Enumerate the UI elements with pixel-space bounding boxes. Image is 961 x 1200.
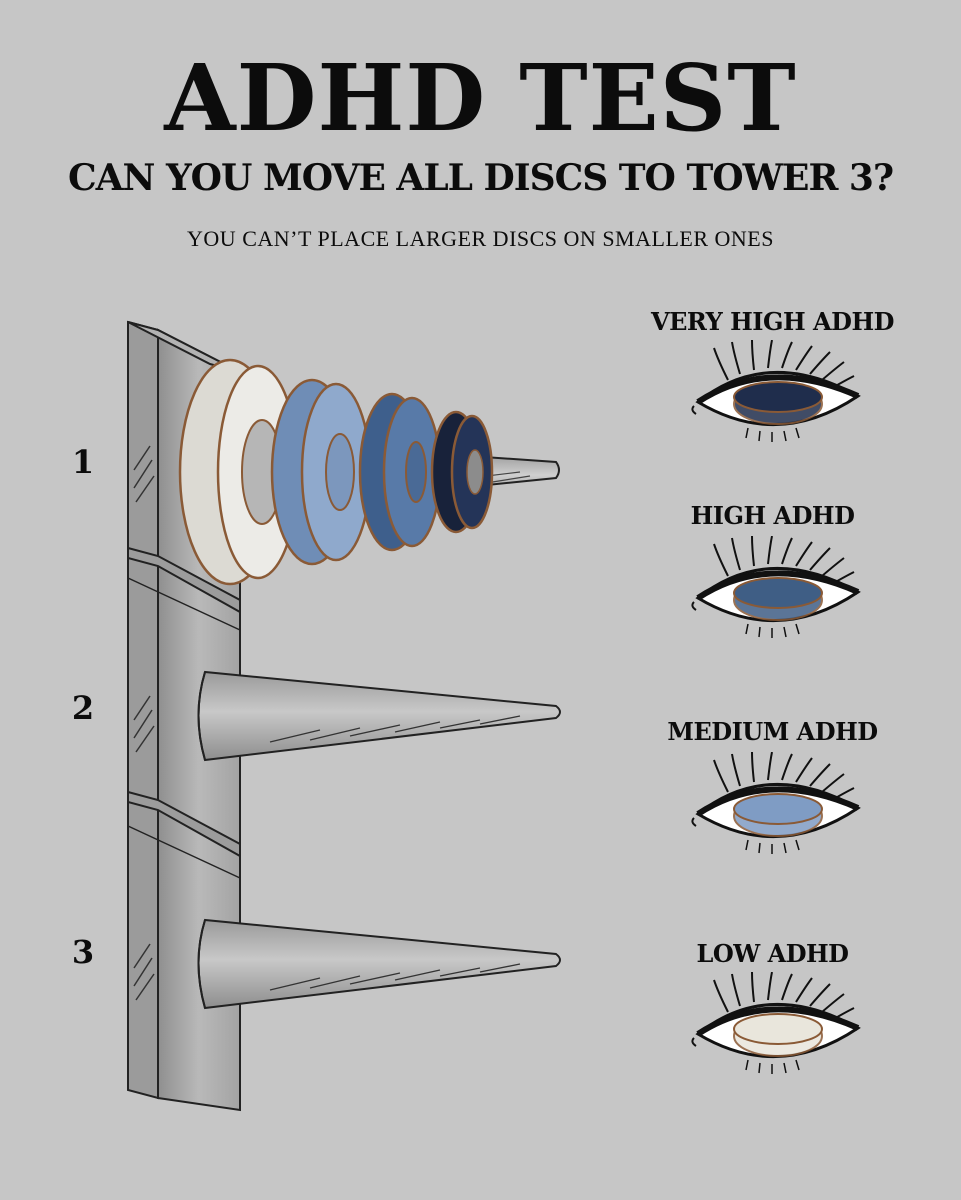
disc-light-blue: [270, 378, 372, 566]
eye-icon: [691, 972, 861, 1074]
tower-3-label: 3: [71, 933, 95, 971]
wall-hatching: [133, 445, 155, 1001]
eye-icon: [691, 752, 861, 854]
page-subtitle: CAN YOU MOVE ALL DISCS TO TOWER 3?: [67, 157, 894, 199]
tower-2-spike: [197, 670, 561, 762]
disc-mid-blue: [358, 392, 442, 552]
page-title: ADHD TEST: [164, 44, 797, 152]
level-high-label: HIGH ADHD: [690, 501, 855, 530]
disc-dark-navy: [430, 410, 494, 534]
tower-3-spike: [197, 918, 561, 1010]
level-medium-label: MEDIUM ADHD: [667, 717, 878, 746]
tower-1-label: 1: [71, 443, 95, 481]
eye-icon: [691, 340, 861, 442]
level-very-high-label: VERY HIGH ADHD: [651, 307, 894, 336]
eye-icon: [691, 536, 861, 638]
rule-text: YOU CAN’T PLACE LARGER DISCS ON SMALLER …: [187, 226, 774, 251]
tower-2-label: 2: [71, 689, 95, 727]
shelf-dividers: [127, 546, 241, 879]
level-low-label: LOW ADHD: [696, 939, 849, 968]
